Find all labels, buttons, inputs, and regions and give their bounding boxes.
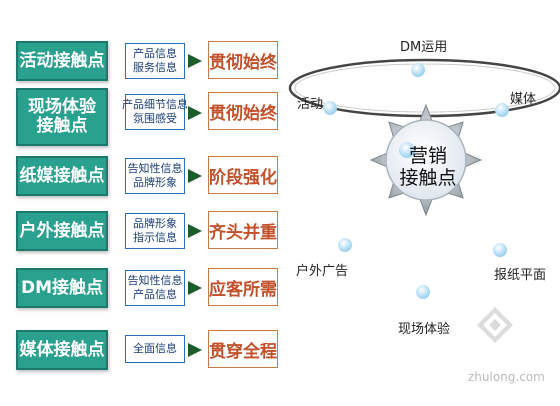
info-line: 产品细节信息	[122, 98, 188, 111]
result-box: 应客所需	[208, 268, 278, 306]
touchpoint-label: 户外接触点	[19, 220, 105, 241]
result-box: 贯彻始终	[208, 41, 278, 79]
result-label: 贯彻始终	[209, 52, 277, 73]
arrow-right-icon	[188, 224, 202, 238]
touchpoint-label: 媒体接触点	[19, 339, 105, 360]
touchpoint-row-print: 纸媒接触点 告知性信息 品牌形象 阶段强化	[0, 148, 290, 200]
hub-line: 营销	[408, 145, 447, 167]
touchpoint-label: DM接触点	[20, 277, 104, 298]
touchpoint-label: 现场体验	[28, 97, 96, 117]
orbit-label-activity: 活动	[297, 97, 324, 112]
hub-label: 营销 接触点	[388, 145, 468, 189]
arrow-right-icon	[188, 106, 202, 120]
result-box: 齐头并重	[208, 211, 278, 249]
result-box: 贯彻始终	[208, 92, 278, 130]
arrow-right-icon	[188, 54, 202, 68]
orbit-label-outdoor: 户外广告	[296, 264, 349, 279]
info-line: 告知性信息	[127, 162, 183, 175]
watermark-text: zhulong.com	[468, 370, 545, 384]
info-line: 全面信息	[133, 342, 177, 355]
touchpoint-box: DM接触点	[16, 268, 108, 308]
orbit-label-experience: 现场体验	[398, 322, 451, 337]
info-box: 品牌形象 指示信息	[125, 213, 185, 249]
info-box: 产品信息 服务信息	[125, 43, 185, 79]
result-label: 贯彻始终	[209, 103, 277, 124]
info-line: 氛围感受	[133, 112, 177, 125]
orbit-label-print: 报纸平面	[494, 268, 547, 283]
info-line: 产品信息	[133, 47, 177, 60]
watermark-logo	[477, 307, 513, 343]
arrow-right-icon	[188, 343, 202, 357]
touchpoint-box: 纸媒接触点	[16, 156, 108, 196]
info-box: 告知性信息 产品信息	[125, 270, 185, 306]
result-label: 阶段强化	[209, 167, 277, 188]
touchpoint-box: 活动接触点	[16, 41, 108, 81]
orbit-diagram	[288, 58, 560, 343]
arrow-right-icon	[188, 169, 202, 183]
bubble-media	[495, 103, 509, 117]
bubble-dm	[411, 63, 425, 77]
touchpoint-label: 接触点	[36, 116, 88, 136]
result-box: 贯穿全程	[208, 330, 278, 368]
info-line: 品牌形象	[133, 176, 177, 189]
touchpoint-label: 活动接触点	[19, 50, 105, 71]
info-line: 产品信息	[133, 288, 177, 301]
info-line: 告知性信息	[127, 274, 183, 287]
hub-line: 接触点	[399, 167, 457, 189]
touchpoint-row-activity: 活动接触点 产品信息 服务信息 贯彻始终	[0, 33, 290, 85]
arrow-right-icon	[188, 281, 202, 295]
info-line: 指示信息	[133, 231, 177, 244]
bubble-hub	[399, 142, 415, 158]
orbit-label-dm: DM运用	[400, 40, 448, 55]
info-box: 产品细节信息 氛围感受	[122, 94, 188, 130]
info-box: 全面信息	[125, 335, 185, 363]
touchpoint-box: 现场体验 接触点	[16, 88, 108, 146]
orbit-label-media: 媒体	[510, 92, 537, 107]
result-label: 齐头并重	[209, 222, 277, 243]
info-line: 服务信息	[133, 61, 177, 74]
bubble-outdoor	[338, 238, 352, 252]
result-box: 阶段强化	[208, 156, 278, 194]
touchpoint-box: 户外接触点	[16, 211, 108, 251]
touchpoint-row-dm: DM接触点 告知性信息 产品信息 应客所需	[0, 260, 290, 312]
touchpoint-row-media: 媒体接触点 全面信息 贯穿全程	[0, 322, 290, 374]
touchpoint-box: 媒体接触点	[16, 330, 108, 370]
hub-circle	[385, 119, 467, 201]
info-line: 品牌形象	[133, 217, 177, 230]
touchpoint-row-outdoor: 户外接触点 品牌形象 指示信息 齐头并重	[0, 203, 290, 255]
info-box: 告知性信息 品牌形象	[125, 158, 185, 194]
touchpoint-label: 纸媒接触点	[19, 165, 105, 186]
result-label: 应客所需	[209, 279, 277, 300]
result-label: 贯穿全程	[209, 341, 277, 362]
bubble-print	[493, 243, 507, 257]
bubble-activity	[323, 101, 337, 115]
bubble-experience	[416, 285, 430, 299]
touchpoint-row-experience: 现场体验 接触点 产品细节信息 氛围感受 贯彻始终	[0, 88, 290, 146]
